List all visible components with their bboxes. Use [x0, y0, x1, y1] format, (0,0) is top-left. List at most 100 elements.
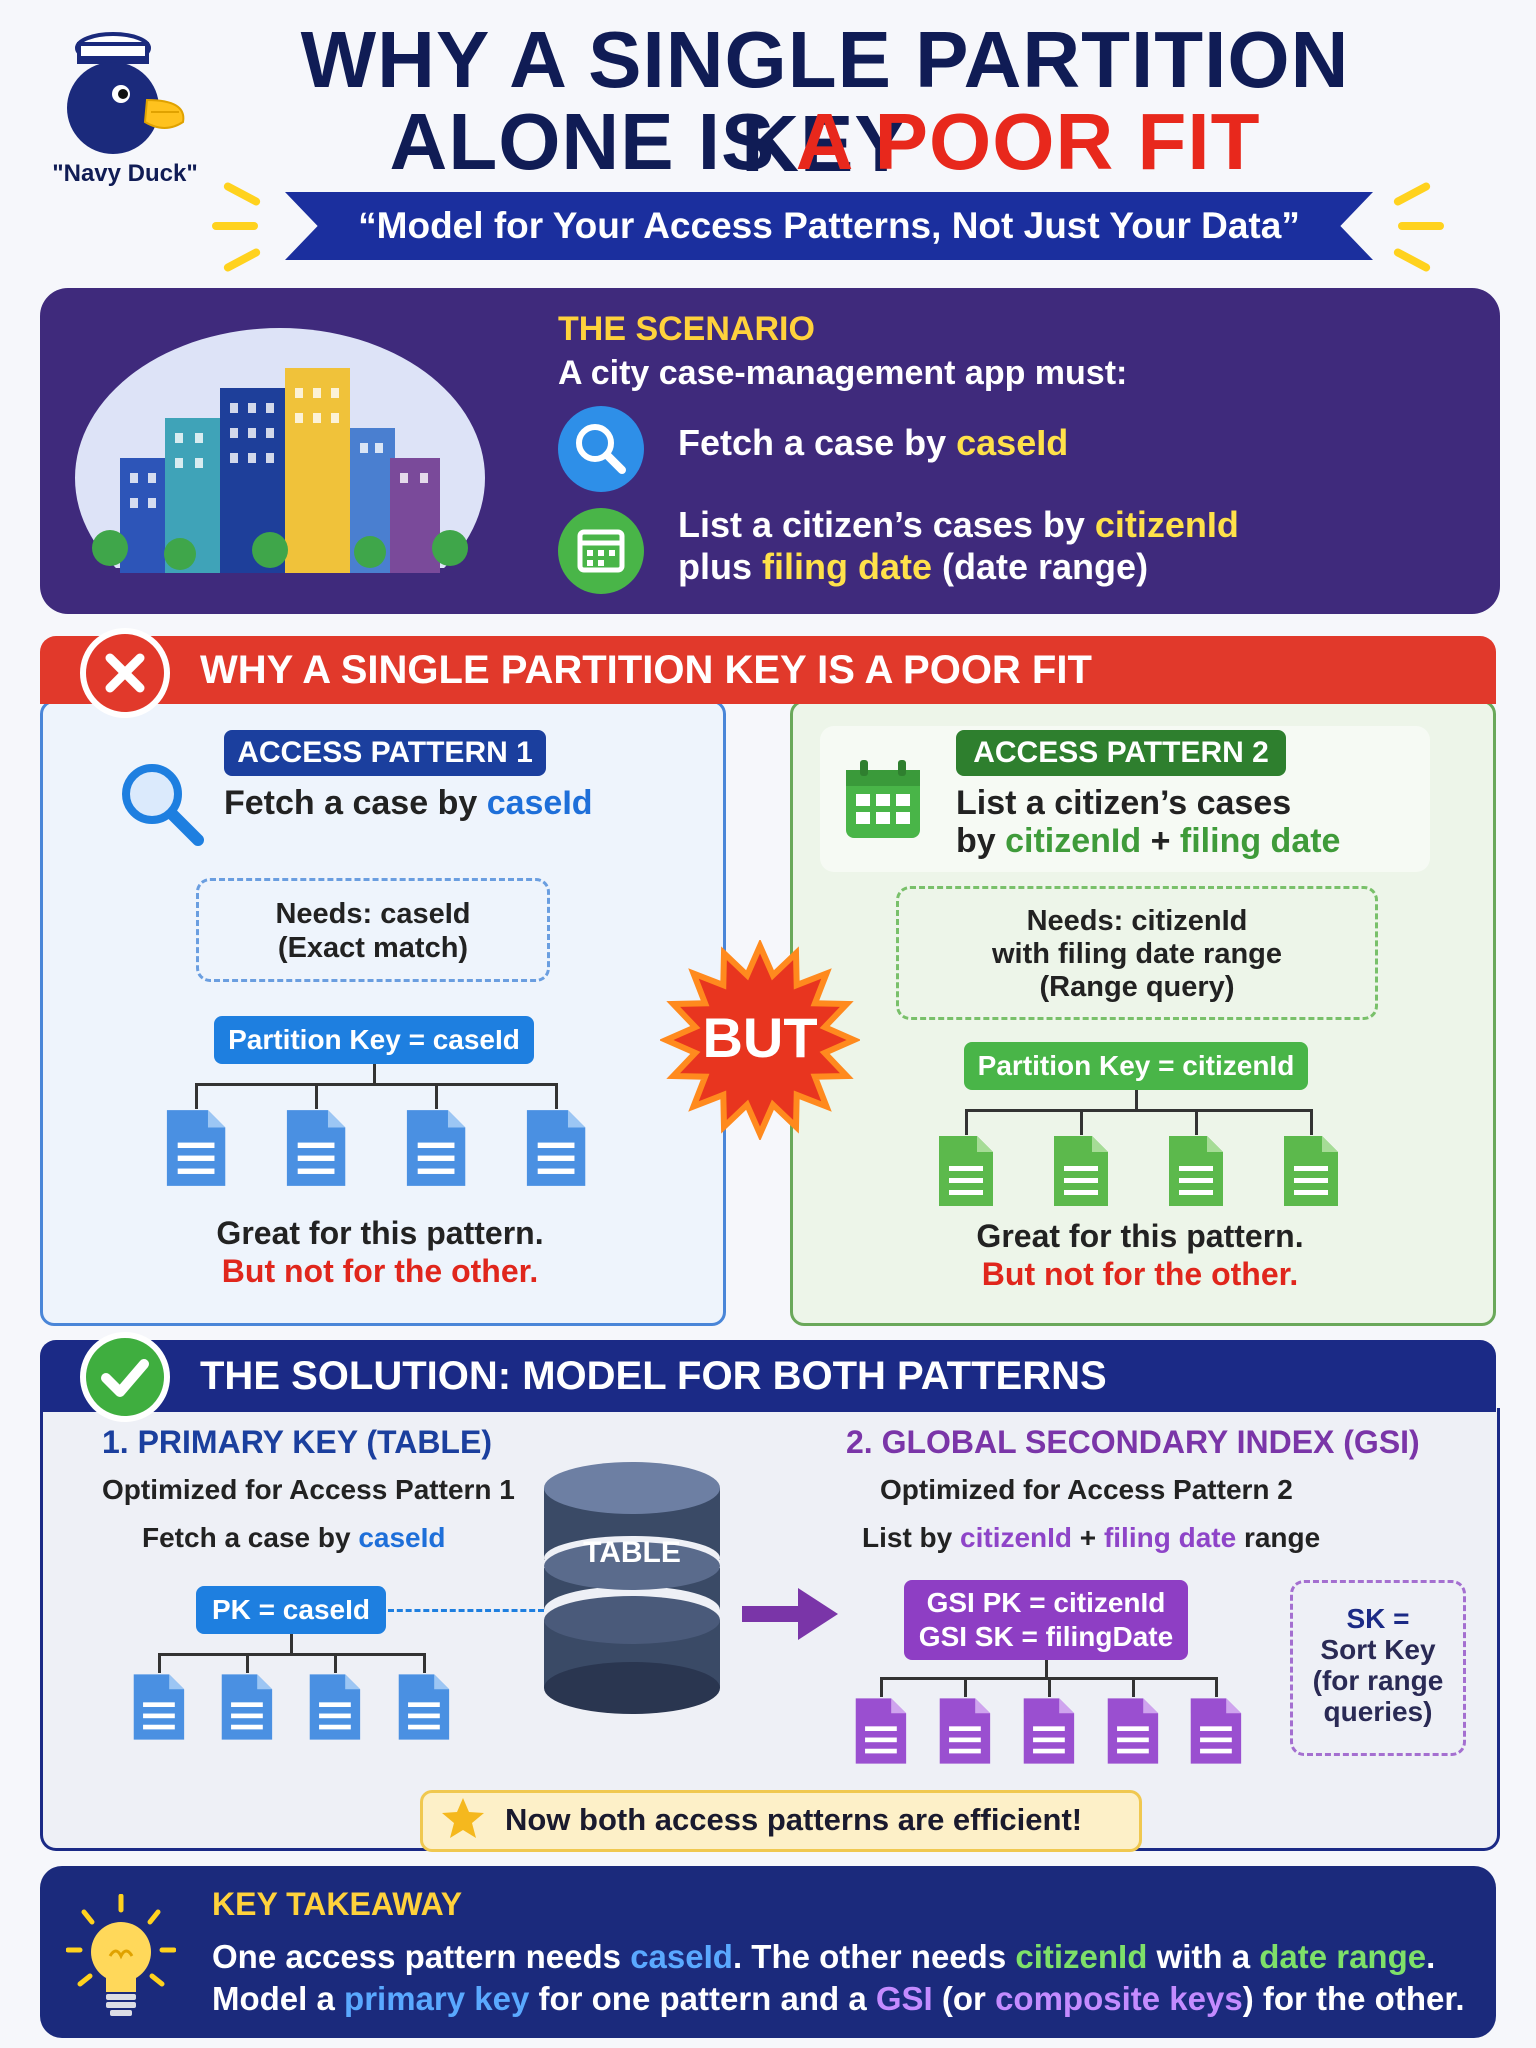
takeaway-line-1: One access pattern needs caseId. The oth…: [212, 1938, 1436, 1975]
document-icon: [162, 1108, 228, 1188]
page-title-line2: ALONE IS A POOR FIT: [250, 100, 1400, 184]
needs-line: (Range query): [1039, 971, 1235, 1003]
lightbulb-icon: [65, 1893, 177, 2024]
result-line-1: Great for this pattern.: [976, 1218, 1304, 1254]
search-icon: [558, 406, 644, 492]
tree-connector: [1080, 1109, 1083, 1135]
document-icon: [395, 1672, 451, 1742]
scenario-panel: THE SCENARIO A city case-management app …: [40, 288, 1500, 628]
tree-connector: [334, 1653, 337, 1673]
tree-connector: [965, 1109, 968, 1135]
tree-connector: [195, 1083, 198, 1109]
tree-connector: [1310, 1109, 1313, 1135]
sort-key-note: SK = Sort Key (for range queries): [1290, 1580, 1466, 1756]
access-pattern-2-tag: ACCESS PATTERN 2: [956, 730, 1286, 776]
solution-heading: THE SOLUTION: MODEL FOR BOTH PATTERNS: [200, 1354, 1107, 1398]
gsi-pk: GSI PK = citizenId: [926, 1587, 1166, 1618]
efficiency-banner: [420, 1790, 1142, 1852]
takeaway-heading: KEY TAKEAWAY: [212, 1886, 463, 1922]
tree-connector: [373, 1064, 376, 1084]
check-mark-icon: [80, 1332, 170, 1422]
scenario-item-2-line2: plus filing date (date range): [678, 546, 1149, 587]
city-skyline-icon: [70, 328, 490, 628]
needs-line: Needs: caseId: [275, 898, 471, 930]
tree-connector: [423, 1653, 426, 1673]
burst-ray: [212, 222, 258, 230]
document-icon: [1020, 1696, 1076, 1766]
efficiency-banner-text: Now both access patterns are efficient!: [505, 1802, 1083, 1837]
tree-connector: [1045, 1660, 1048, 1678]
tree-connector: [1135, 1090, 1138, 1110]
city-illustration: [70, 318, 490, 628]
tree-connector: [315, 1083, 318, 1109]
document-icon: [306, 1672, 362, 1742]
document-icon: [936, 1696, 992, 1766]
magnifier-icon: [110, 752, 210, 852]
table-database-icon: [542, 1460, 722, 1716]
document-icon: [935, 1134, 995, 1208]
sk-line: (for range: [1312, 1665, 1444, 1696]
tree-connector: [964, 1677, 967, 1697]
tree-connector: [880, 1677, 883, 1697]
document-icon: [1050, 1134, 1110, 1208]
gsi-keys: GSI PK = citizenId GSI SK = filingDate: [904, 1580, 1188, 1660]
tree-connector: [246, 1653, 249, 1673]
tree-connector: [158, 1653, 161, 1673]
document-icon: [218, 1672, 274, 1742]
tree-connector: [195, 1083, 555, 1086]
title-highlight: A POOR FIT: [795, 97, 1261, 186]
needs-box-2: Needs: citizenId with filing date range …: [896, 886, 1378, 1020]
document-icon: [1165, 1134, 1225, 1208]
tree-connector: [965, 1109, 1310, 1112]
needs-line: (Exact match): [277, 932, 469, 964]
result-line-1: Great for this pattern.: [216, 1215, 544, 1251]
access-pattern-2-desc-line1: List a citizen’s cases: [956, 784, 1292, 822]
gsi-title: 2. GLOBAL SECONDARY INDEX (GSI): [846, 1424, 1420, 1460]
result-line-2: But not for the other.: [221, 1253, 539, 1289]
problem-heading: WHY A SINGLE PARTITION KEY IS A POOR FIT: [200, 648, 1092, 692]
but-burst: [658, 938, 862, 1142]
dashed-connector: [388, 1609, 544, 1612]
takeaway-panel: KEY TAKEAWAY One access pattern needs ca…: [40, 1866, 1496, 2038]
primary-key-sub: Optimized for Access Pattern 1: [102, 1474, 515, 1505]
tree-connector: [290, 1634, 293, 1654]
scenario-heading: THE SCENARIO: [558, 310, 815, 348]
subtitle-text: “Model for Your Access Patterns, Not Jus…: [358, 205, 1300, 246]
document-icon: [282, 1108, 348, 1188]
gsi-sub: Optimized for Access Pattern 2: [880, 1474, 1293, 1505]
tree-connector: [1048, 1677, 1051, 1697]
arrow-right-icon: [742, 1586, 838, 1642]
access-pattern-1-desc: Fetch a case by caseId: [224, 784, 593, 822]
tree-connector: [880, 1677, 1215, 1680]
navy-duck-logo: [55, 30, 195, 170]
duck-icon: [67, 32, 185, 154]
document-icon: [1104, 1696, 1160, 1766]
document-icon: [1187, 1696, 1243, 1766]
sk-line: queries): [1323, 1696, 1433, 1727]
sk-line: SK =: [1346, 1603, 1410, 1634]
table-label: TABLE: [583, 1536, 681, 1569]
document-icon: [402, 1108, 468, 1188]
needs-line: Needs: citizenId: [1026, 905, 1248, 937]
gsi-desc: List by citizenId + filing date range: [862, 1522, 1321, 1553]
problem-band: [40, 636, 1496, 704]
brand-name: "Navy Duck": [52, 160, 198, 187]
takeaway-line-2: Model a primary key for one pattern and …: [212, 1980, 1465, 2017]
starburst-icon: [658, 938, 862, 1142]
document-icon: [522, 1108, 588, 1188]
partition-key-caseid: Partition Key = caseId: [214, 1016, 534, 1064]
access-pattern-2-desc-line2: by citizenId + filing date: [956, 822, 1341, 860]
calendar-icon: [558, 508, 644, 594]
gsi-sk: GSI SK = filingDate: [918, 1621, 1174, 1652]
subtitle-ribbon: [285, 192, 1373, 260]
result-line-2: But not for the other.: [981, 1256, 1299, 1292]
burst-ray: [222, 247, 262, 273]
tree-connector: [1132, 1677, 1135, 1697]
star-icon: [440, 1795, 486, 1841]
calendar-large-icon: [838, 756, 928, 846]
tree-connector: [158, 1653, 423, 1656]
scenario-intro: A city case-management app must:: [558, 354, 1128, 392]
primary-key-desc: Fetch a case by caseId: [142, 1522, 446, 1553]
tree-connector: [435, 1083, 438, 1109]
tree-connector: [555, 1083, 558, 1109]
